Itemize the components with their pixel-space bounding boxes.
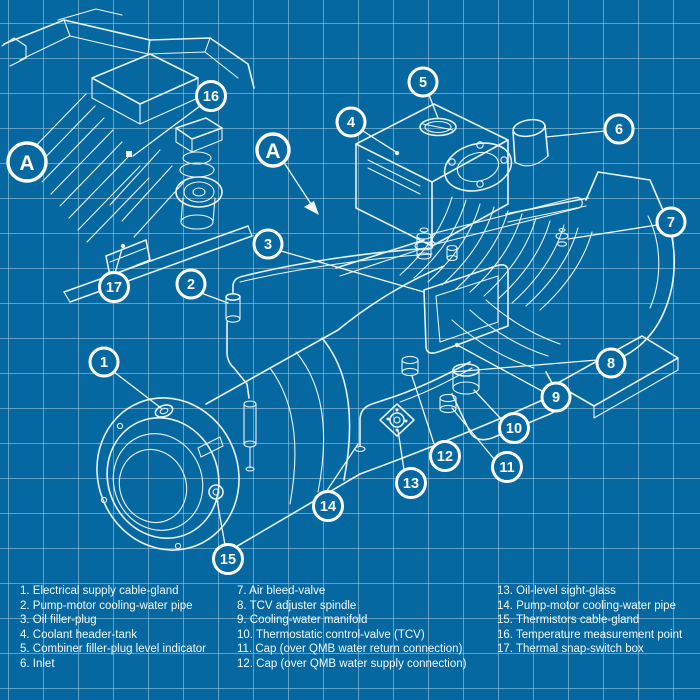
callout-15: 15 xyxy=(212,543,244,575)
svg-text:16: 16 xyxy=(203,89,219,105)
legend-item-2: 2. Pump-motor cooling-water pipe xyxy=(20,599,193,612)
svg-text:17: 17 xyxy=(106,280,122,296)
callout-3: 3 xyxy=(252,228,284,260)
callout-8: 8 xyxy=(595,347,627,379)
sight-glass-drawing xyxy=(379,403,415,437)
legend-item-17: 17. Thermal snap-switch box xyxy=(497,643,644,656)
svg-text:13: 13 xyxy=(403,476,419,492)
callout-1: 1 xyxy=(88,346,120,378)
callout-5: 5 xyxy=(407,66,439,98)
thermistors-cable-gland xyxy=(208,484,224,500)
callout-view-a-label: A xyxy=(6,141,48,183)
legend-item-1: 1. Electrical supply cable-gland xyxy=(20,585,179,597)
svg-text:A: A xyxy=(19,152,34,175)
legend-item-11: 11. Cap (over QMB water return connectio… xyxy=(237,643,463,656)
qmb-supply-cap xyxy=(401,355,419,365)
legend-item-14: 14. Pump-motor cooling-water pipe xyxy=(497,599,676,612)
leader-lines xyxy=(113,94,658,546)
svg-text:14: 14 xyxy=(320,499,336,515)
callout-13: 13 xyxy=(395,467,427,499)
fin-section-drawing xyxy=(399,196,593,369)
legend-item-8: 8. TCV adjuster spindle xyxy=(237,599,357,612)
pump-housing-drawing xyxy=(335,196,589,475)
legend-column-3: 13. Oil-level sight-glass 14. Pump-motor… xyxy=(497,584,682,657)
callouts: 1 2 3 4 5 6 7 8 9 10 11 12 13 14 15 16 1… xyxy=(6,66,687,575)
detail-view-drawing xyxy=(1,8,255,303)
inlet-port xyxy=(512,118,546,138)
temperature-measurement-point-marker xyxy=(126,151,132,157)
svg-text:A: A xyxy=(265,140,280,163)
svg-text:3: 3 xyxy=(264,237,272,253)
electrical-cable-gland xyxy=(154,404,174,418)
legend-column-1: 1. Electrical supply cable-gland 2. Pump… xyxy=(20,584,206,672)
callout-4: 4 xyxy=(335,106,367,138)
air-bleed-valve xyxy=(558,227,566,233)
svg-text:7: 7 xyxy=(667,215,675,231)
legend-item-16: 16. Temperature measurement point xyxy=(497,628,683,641)
legend-column-2: 7. Air bleed-valve 8. TCV adjuster spind… xyxy=(237,584,466,672)
motor-end-drawing xyxy=(96,329,361,551)
legend-item-6: 6. Inlet xyxy=(20,657,55,670)
svg-text:5: 5 xyxy=(419,75,427,91)
legend-item-15: 15. Thermistors cable-gland xyxy=(497,614,640,627)
coolant-header-tank-drawing xyxy=(355,103,509,247)
legend-item-3: 3. Oil filler-plug xyxy=(20,614,97,627)
svg-text:10: 10 xyxy=(506,421,522,437)
svg-text:1: 1 xyxy=(100,355,108,371)
svg-text:15: 15 xyxy=(220,552,236,568)
svg-text:2: 2 xyxy=(187,277,195,293)
legend-item-5: 5. Combiner filler-plug level indicator xyxy=(20,643,206,656)
svg-text:9: 9 xyxy=(552,390,560,406)
callout-11: 11 xyxy=(491,451,523,483)
callout-17: 17 xyxy=(98,271,130,303)
svg-text:4: 4 xyxy=(347,115,355,131)
callout-6: 6 xyxy=(603,113,635,145)
callout-view-a-pointer: A xyxy=(255,132,291,168)
callout-16: 16 xyxy=(195,80,227,112)
svg-text:6: 6 xyxy=(615,122,623,138)
legend-item-9: 9. Cooling-water manifold xyxy=(237,614,368,627)
manifold-drawing xyxy=(401,227,509,414)
callout-12: 12 xyxy=(429,440,461,472)
legend-item-7: 7. Air bleed-valve xyxy=(237,585,326,597)
svg-text:8: 8 xyxy=(607,356,615,372)
callout-2: 2 xyxy=(175,268,207,300)
callout-7: 7 xyxy=(655,206,687,238)
legend-item-4: 4. Coolant header-tank xyxy=(20,628,137,641)
legend-item-12: 12. Cap (over QMB water supply connectio… xyxy=(237,657,467,670)
svg-text:12: 12 xyxy=(437,449,453,465)
svg-text:11: 11 xyxy=(499,460,514,476)
inlet-drawing xyxy=(443,118,549,192)
callout-9: 9 xyxy=(540,381,572,413)
view-a-arrow xyxy=(282,160,319,215)
callout-10: 10 xyxy=(498,412,530,444)
legend-item-13: 13. Oil-level sight-glass xyxy=(497,585,616,597)
legend-item-10: 10. Thermostatic control-valve (TCV) xyxy=(237,628,425,641)
callout-14: 14 xyxy=(312,490,344,522)
